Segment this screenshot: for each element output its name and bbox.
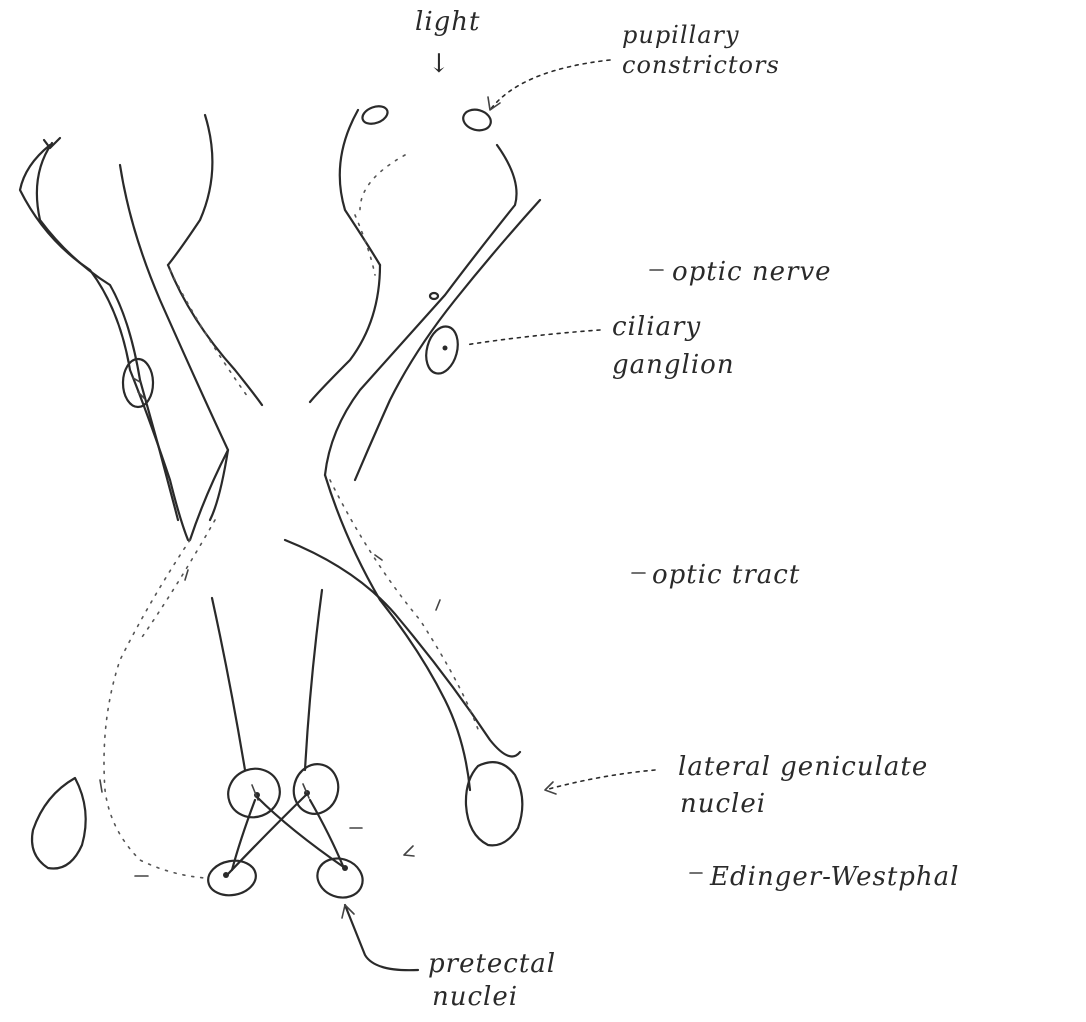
lgn-label-line1: lateral geniculate (678, 752, 928, 782)
pupillary-pointer (490, 60, 610, 110)
right-ciliary-ganglion (421, 323, 462, 377)
light-arrow: ↓ (428, 49, 451, 79)
left-oculomotor-outer (20, 145, 188, 540)
right-optic-nerve-outer (325, 145, 517, 475)
left-eye-outline (168, 115, 212, 265)
left-nerve-faint (170, 270, 250, 400)
lgn-label-line2: nuclei (680, 789, 766, 819)
ciliary-label-line2: ganglion (612, 350, 735, 380)
left-lateral-geniculate-nucleus (32, 778, 86, 869)
pupillary-label-line1: pupillary (622, 21, 740, 49)
pretectal-pointer (345, 905, 418, 970)
pupillary-label-line2: constrictors (622, 51, 780, 79)
mark-7 (404, 846, 414, 856)
left-pretectal-nucleus (205, 857, 258, 899)
left-optic-nerve-inner (168, 265, 262, 405)
pretectal-label-line1: pretectal (428, 949, 556, 979)
chiasm-lower-left (210, 450, 228, 520)
mark-4 (100, 780, 102, 792)
right-eye-outline (340, 110, 380, 265)
lgn-pointer (545, 770, 655, 790)
left-pupillary-constrictor (360, 103, 390, 127)
left-descending-fiber (212, 598, 245, 770)
right-nerve-faint (355, 215, 375, 275)
pretectal-label-line2: nuclei (432, 982, 518, 1012)
left-optic-tract-faint (104, 540, 205, 878)
left-optic-tract-faint-2 (140, 520, 215, 640)
optic-nerve-label: optic nerve (672, 257, 832, 287)
ciliary-label-line1: ciliary (612, 312, 701, 342)
right-ganglion-dot (443, 346, 448, 351)
ciliary-pointer (465, 330, 600, 345)
right-descending-fiber (305, 590, 322, 770)
light-label: light (415, 7, 480, 37)
right-tract-faint (330, 480, 480, 735)
mark-3 (436, 600, 440, 610)
right-optic-tract-outer (285, 540, 520, 756)
small-ellipse-optic-nerve (430, 293, 438, 299)
left-oculomotor-inner (37, 143, 178, 520)
right-eye-faint (360, 155, 405, 210)
right-optic-nerve-edge (355, 200, 540, 480)
optic-tract-label: optic tract (652, 560, 800, 590)
right-lateral-geniculate-nucleus (466, 762, 522, 845)
edinger-westphal-label: Edinger-Westphal (709, 862, 960, 892)
left-optic-nerve-outer (120, 165, 228, 540)
right-optic-nerve-inner (310, 265, 380, 402)
mark-1 (185, 570, 188, 580)
right-pupillary-constrictor (461, 107, 493, 134)
pupillary-pointer-head (488, 97, 500, 110)
right-optic-tract-inner (325, 475, 470, 790)
